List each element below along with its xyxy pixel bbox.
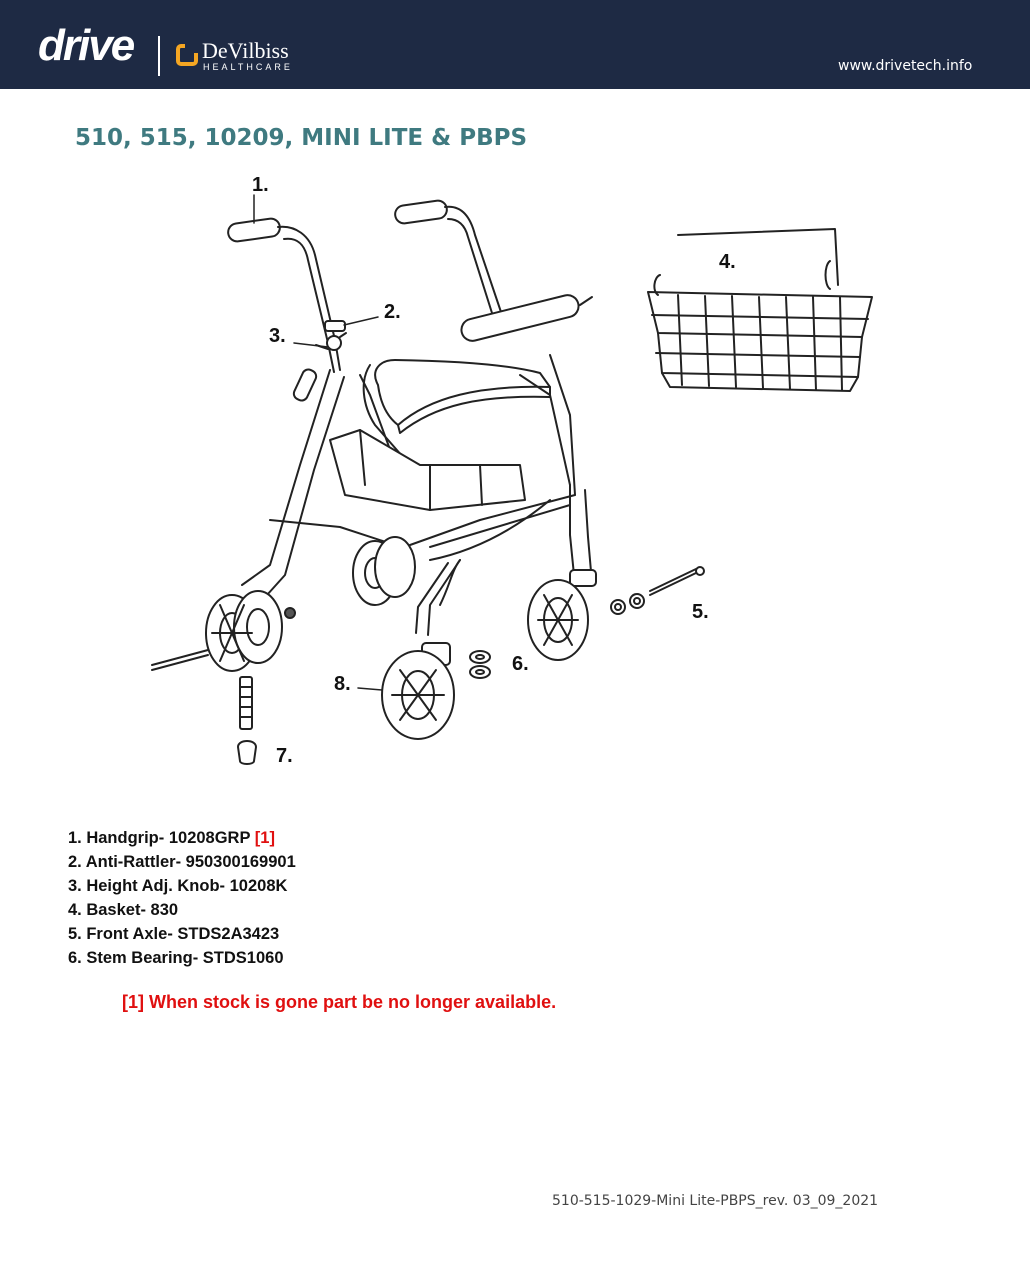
- document-revision-footer: 510-515-1029-Mini Lite-PBPS_rev. 03_09_2…: [552, 1193, 879, 1209]
- page-header: drive DeVilbiss HEALTHCARE www.drivetech…: [0, 0, 1030, 89]
- parts-list-item: 3. Height Adj. Knob- 10208K: [68, 874, 296, 898]
- part-text: 2. Anti-Rattler- 950300169901: [68, 853, 296, 871]
- callout-1: 1.: [252, 174, 269, 196]
- parts-list-item: 2. Anti-Rattler- 950300169901: [68, 850, 296, 874]
- parts-list-item: 5. Front Axle- STDS2A3423: [68, 922, 296, 946]
- website-url: www.drivetech.info: [838, 58, 973, 74]
- rollator-parts-diagram: 1. 2. 3. 4. 5. 6. 7. 8.: [130, 165, 890, 785]
- callout-6: 6.: [512, 653, 529, 675]
- part-text: 4. Basket- 830: [68, 901, 179, 919]
- devilbiss-logo-text: DeVilbiss: [202, 38, 289, 63]
- callout-7: 7.: [276, 745, 293, 767]
- devilbiss-logo-subtext: HEALTHCARE: [203, 62, 293, 72]
- drive-logo: drive: [38, 21, 135, 70]
- part-text: 3. Height Adj. Knob- 10208K: [68, 877, 288, 895]
- parts-list-item: 6. Stem Bearing- STDS1060: [68, 946, 296, 970]
- parts-list: 1. Handgrip- 10208GRP [1] 2. Anti-Rattle…: [68, 826, 296, 970]
- rollator-illustration: [151, 194, 873, 765]
- logo-divider: [158, 36, 160, 76]
- part-reference: [1]: [254, 829, 275, 847]
- part-text: 1. Handgrip- 10208GRP: [68, 829, 251, 847]
- devilbiss-logo-icon: [176, 44, 198, 66]
- callout-8: 8.: [334, 673, 351, 695]
- parts-list-item: 4. Basket- 830: [68, 898, 296, 922]
- callout-2: 2.: [384, 301, 401, 323]
- availability-footnote: [1] When stock is gone part be no longer…: [122, 992, 557, 1012]
- parts-list-item: 1. Handgrip- 10208GRP [1]: [68, 826, 296, 850]
- part-text: 5. Front Axle- STDS2A3423: [68, 925, 280, 943]
- callout-4: 4.: [719, 251, 736, 273]
- part-text: 6. Stem Bearing- STDS1060: [68, 949, 284, 967]
- callout-5: 5.: [692, 601, 709, 623]
- callout-3: 3.: [269, 325, 286, 347]
- document-title: 510, 515, 10209, MINI LITE & PBPS: [75, 125, 528, 151]
